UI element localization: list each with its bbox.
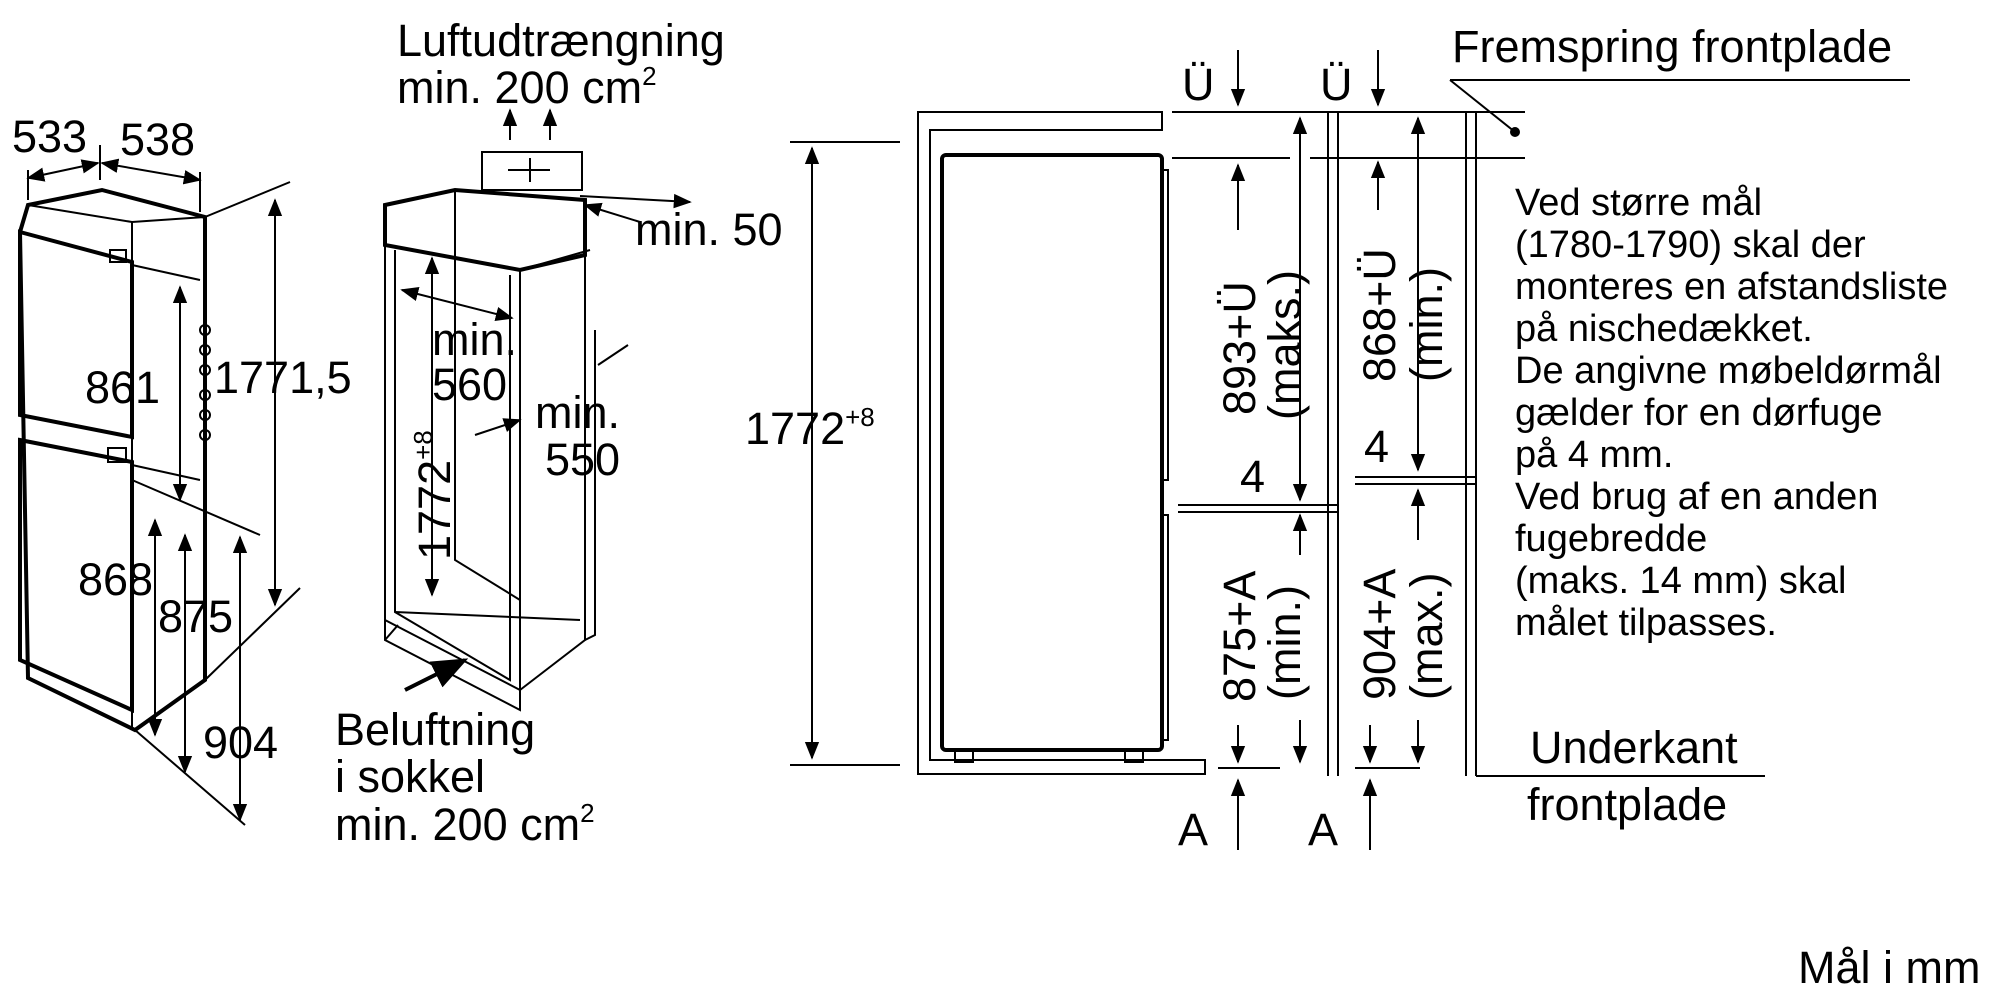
dim-875-label: 875+A [1214,571,1265,702]
vent-bottom-line2: i sokkel [335,751,485,802]
min-560-line2: 560 [432,359,507,410]
dim-868-note: (min.) [1401,267,1452,382]
installation-note: Ved større mål (1780-1790) skal der mont… [1515,182,1948,644]
u-right-label: Ü [1320,59,1353,110]
note-line: Ved større mål [1515,182,1762,224]
note-line: Ved brug af en anden [1515,476,1878,518]
note-line: (1780-1790) skal der [1515,224,1866,266]
vent-top-line1: Luftudtrængning [397,15,725,66]
height-904-label: 904 [203,717,278,768]
min-50-label: min. 50 [635,204,783,255]
appliance-perspective-drawing [17,187,211,733]
min-550-line1: min. [535,387,620,438]
height-1771-label: 1771,5 [214,352,352,403]
note-line: gælder for en dørfuge [1515,392,1883,434]
note-line: på 4 mm. [1515,434,1673,476]
note-line: monteres en afstandsliste [1515,266,1948,308]
vent-top-line2: min. 200 cm2 [397,61,657,113]
gap-left-label: 4 [1240,451,1265,502]
note-line: De angivne møbeldørmål [1515,350,1942,392]
depth-533-label: 533 [12,111,87,162]
a-left-label: A [1178,804,1208,855]
section-height-tolerance: +8 [845,402,875,432]
height-861-label: 861 [85,362,160,413]
dim-875-note: (min.) [1259,585,1310,700]
vent-bottom-area: min. 200 cm [335,799,580,850]
vent-bottom-line1: Beluftning [335,704,535,755]
bottom-edge-line2: frontplade [1527,779,1727,830]
min-550-line2: 550 [545,434,620,485]
dim-904-note: (max.) [1401,573,1452,701]
min-560-line1: min. [432,314,517,365]
note-line: fugebredde [1515,518,1707,560]
a-right-label: A [1308,804,1338,855]
niche-height-tolerance: +8 [408,430,438,460]
dim-893-note: (maks.) [1259,270,1310,420]
vent-top-area: min. 200 cm [397,62,642,113]
vent-bottom-line3: min. 200 cm2 [335,798,595,850]
depth-538-label: 538 [120,114,195,165]
section-height-label: 1772+8 [745,402,875,454]
section-drawing [790,50,1910,850]
height-875-label: 875 [158,591,233,642]
note-line: målet tilpasses. [1515,602,1777,644]
units-label: Mål i mm [1798,942,1980,993]
note-line: på nischedækket. [1515,308,1813,350]
note-line: (maks. 14 mm) skal [1515,560,1846,602]
niche-height-label: 1772+8 [408,430,460,560]
niche-perspective-drawing [383,108,692,712]
dim-868-label: 868+Ü [1354,248,1405,382]
front-projection-label: Fremspring frontplade [1452,21,1892,72]
vent-bottom-superscript: 2 [580,798,594,828]
niche-height-value: 1772 [409,460,460,560]
dim-893-label: 893+Ü [1214,281,1265,415]
vent-top-superscript: 2 [642,61,656,91]
height-868-label: 868 [78,554,153,605]
gap-right-label: 4 [1364,421,1389,472]
section-height-value: 1772 [745,403,845,454]
u-left-label: Ü [1182,59,1215,110]
dim-904-label: 904+A [1354,569,1405,700]
bottom-edge-line1: Underkant [1530,722,1738,773]
appliance-dimension-lines [26,145,301,826]
